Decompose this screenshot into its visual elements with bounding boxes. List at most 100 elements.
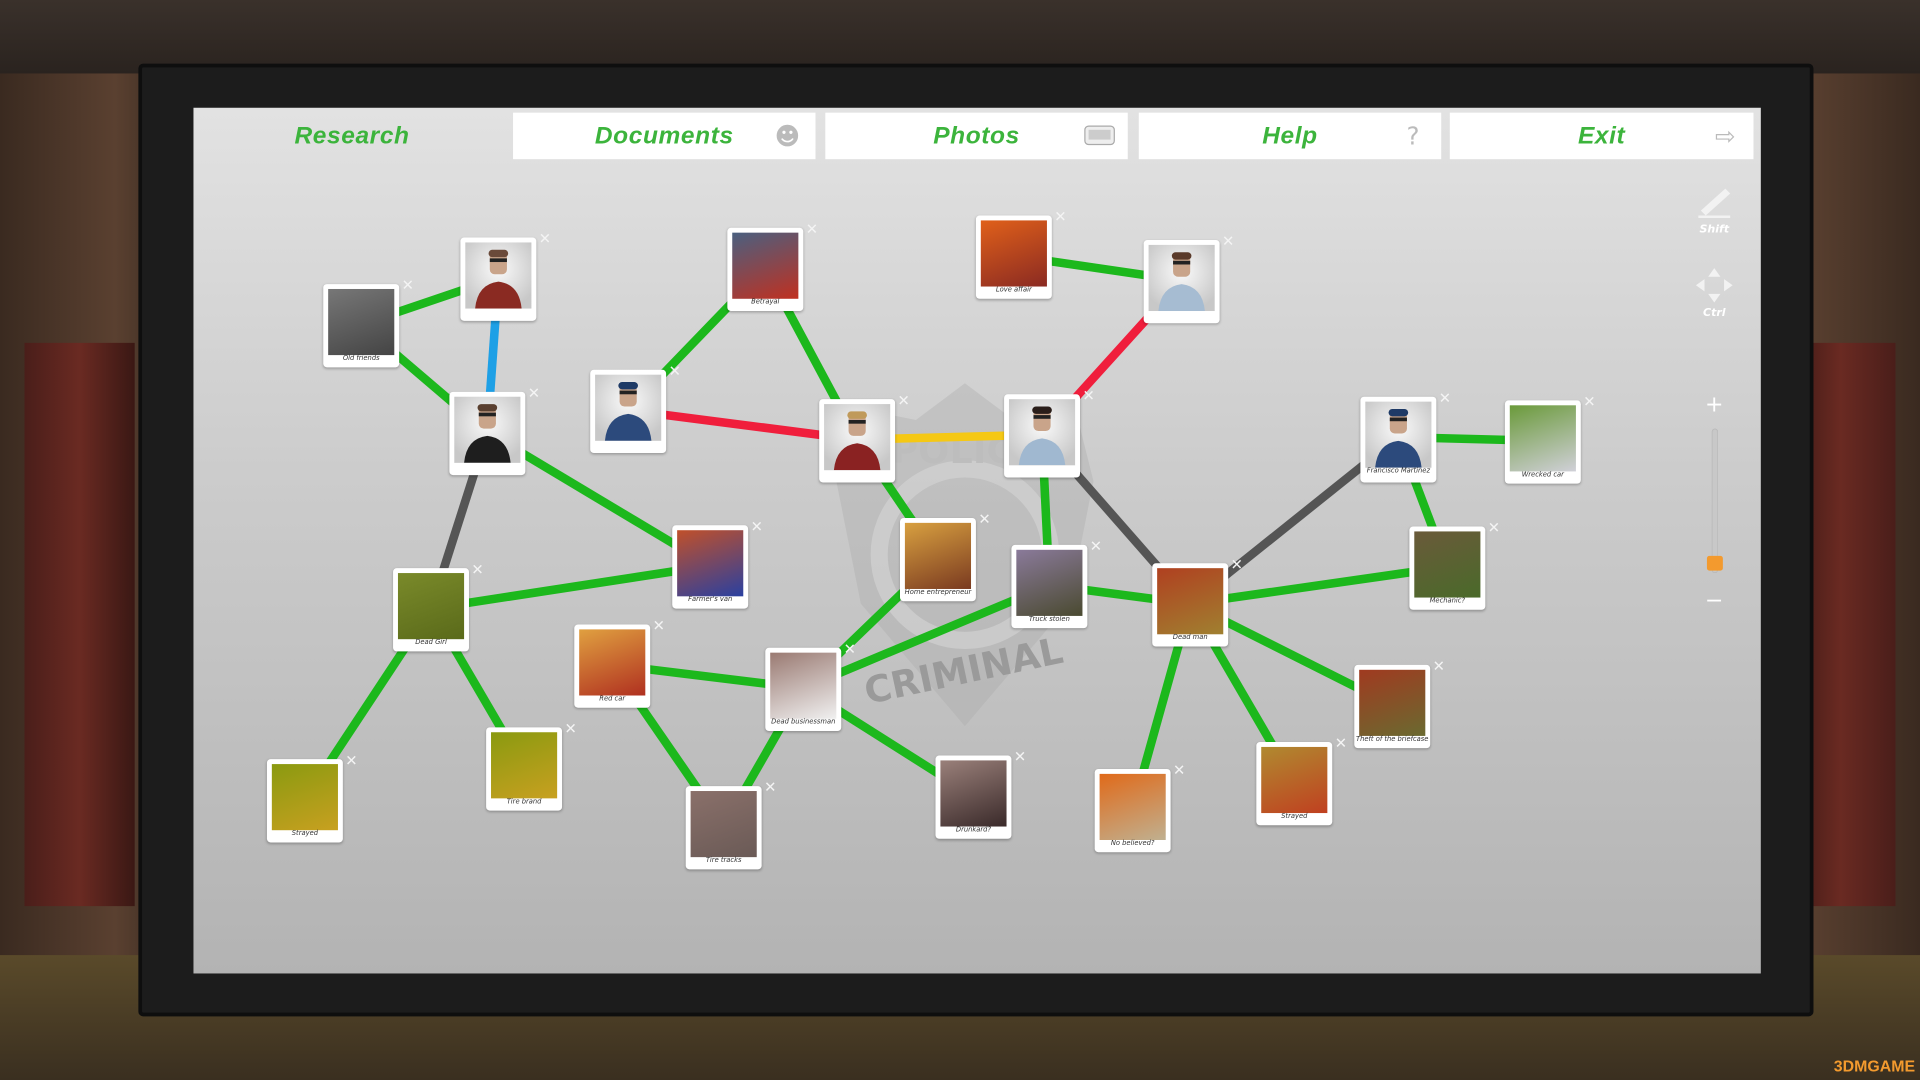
evidence-photo <box>904 522 972 589</box>
evidence-card[interactable]: Dead businessman✕ <box>765 642 856 732</box>
card-caption: Francisco Martinez <box>1366 467 1430 476</box>
tab-exit[interactable]: Exit ⇨ <box>1449 112 1754 160</box>
evidence-card[interactable]: Theft of the briefcase ✕ <box>1354 659 1445 749</box>
close-icon[interactable]: ✕ <box>1013 748 1027 766</box>
close-icon[interactable]: ✕ <box>1438 389 1452 407</box>
draw-tool[interactable]: Shift <box>1690 184 1739 237</box>
close-icon[interactable]: ✕ <box>1082 386 1095 405</box>
close-icon[interactable]: ✕ <box>564 720 577 738</box>
close-icon[interactable]: ✕ <box>1583 393 1596 411</box>
evidence-card[interactable]: Dead man✕ <box>1152 557 1243 647</box>
close-icon[interactable]: ✕ <box>1487 519 1501 537</box>
evidence-card[interactable]: Strayed✕ <box>1256 736 1347 826</box>
close-icon[interactable]: ✕ <box>978 510 991 528</box>
card-caption: No believed? <box>1110 840 1155 848</box>
evidence-card[interactable]: Tire brand ✕ <box>486 721 577 811</box>
move-arrows-icon <box>1695 268 1733 303</box>
connection-green[interactable] <box>430 561 711 613</box>
suspect-portrait <box>1365 401 1432 468</box>
evidence-card[interactable]: ✕ <box>1143 234 1234 324</box>
person-list-icon: ☻ <box>774 121 801 151</box>
suspect-portrait <box>824 404 891 471</box>
card-caption: Theft of the briefcase <box>1356 735 1429 744</box>
evidence-card[interactable]: Home entrepreneur✕ <box>900 512 991 602</box>
evidence-photo <box>1414 531 1481 598</box>
evidence-photo <box>677 530 744 597</box>
evidence-photo <box>1509 405 1576 472</box>
suspect-portrait <box>595 374 662 441</box>
evidence-card[interactable]: Old friends✕ <box>323 278 414 368</box>
zoom-slider[interactable] <box>1711 428 1718 574</box>
card-caption: Dead Girl <box>415 639 447 647</box>
pencil-icon <box>1698 188 1731 218</box>
tab-help[interactable]: Help ? <box>1138 112 1442 160</box>
evidence-card[interactable]: No believed? ✕ <box>1094 763 1185 853</box>
connection-green[interactable] <box>801 581 1052 693</box>
close-icon[interactable]: ✕ <box>345 751 358 769</box>
move-key-label: Ctrl <box>1702 307 1726 320</box>
card-caption: Betrayal <box>751 298 780 307</box>
close-icon[interactable]: ✕ <box>401 276 414 294</box>
close-icon[interactable]: ✕ <box>527 384 541 402</box>
close-icon[interactable]: ✕ <box>1222 232 1235 250</box>
evidence-card[interactable]: ✕ <box>1004 388 1095 478</box>
evidence-photo <box>491 732 558 799</box>
card-caption: Red car <box>599 695 626 703</box>
evidence-card[interactable]: Strayed✕ <box>266 753 358 843</box>
tab-research[interactable]: Research <box>196 113 508 160</box>
tab-label: Help <box>1262 121 1318 149</box>
close-icon[interactable]: ✕ <box>1089 537 1103 555</box>
evidence-photo <box>397 573 465 640</box>
close-icon[interactable]: ✕ <box>1230 555 1243 574</box>
barn-post-left <box>24 342 135 907</box>
card-caption: Wrecked car <box>1521 471 1564 479</box>
card-caption: Tire brand <box>506 798 542 806</box>
tab-photos[interactable]: Photos <box>825 112 1128 160</box>
evidence-card[interactable]: Farmer's van ✕ <box>672 519 763 609</box>
research-board[interactable]: POLICE CRIMINAL Research Documents ☻ Pho… <box>193 107 1761 974</box>
close-icon[interactable]: ✕ <box>471 560 484 578</box>
evidence-card[interactable]: ✕ <box>460 231 551 321</box>
evidence-photo <box>579 629 646 696</box>
zoom-in-button[interactable]: + <box>1705 391 1724 418</box>
zoom-slider-handle[interactable] <box>1706 556 1723 571</box>
suspect-portrait <box>454 396 521 463</box>
evidence-card[interactable]: ✕ <box>590 364 681 454</box>
card-caption: Drunkard? <box>955 826 992 834</box>
close-icon[interactable]: ✕ <box>538 230 552 248</box>
move-tool[interactable]: Ctrl <box>1690 267 1739 320</box>
connection-red[interactable] <box>627 405 858 444</box>
close-icon[interactable]: ✕ <box>1432 657 1445 675</box>
close-icon[interactable]: ✕ <box>1334 734 1348 752</box>
evidence-card[interactable]: Francisco Martinez ✕ <box>1360 391 1451 483</box>
close-icon[interactable]: ✕ <box>1173 761 1186 779</box>
evidence-card[interactable]: Mechanic?✕ <box>1409 520 1500 610</box>
tab-label: Research <box>294 121 410 149</box>
connection-green[interactable] <box>1189 562 1448 608</box>
evidence-card[interactable]: Wrecked car ✕ <box>1504 394 1596 484</box>
evidence-photo <box>1261 746 1328 814</box>
close-icon[interactable]: ✕ <box>1054 208 1067 226</box>
close-icon[interactable]: ✕ <box>668 362 681 380</box>
close-icon[interactable]: ✕ <box>843 640 856 658</box>
close-icon[interactable]: ✕ <box>764 778 777 796</box>
tab-documents[interactable]: Documents ☻ <box>513 112 816 160</box>
evidence-card[interactable]: Tire tracks✕ <box>685 780 776 870</box>
zoom-out-button[interactable]: − <box>1705 587 1724 614</box>
evidence-card[interactable]: Red car ✕ <box>574 618 665 708</box>
barn-wall <box>0 0 1920 74</box>
close-icon[interactable]: ✕ <box>897 391 910 409</box>
close-icon[interactable]: ✕ <box>652 617 665 635</box>
evidence-card[interactable]: Drunkard? ✕ <box>935 749 1026 839</box>
close-icon[interactable]: ✕ <box>805 220 819 238</box>
evidence-card[interactable]: Truck stolen✕ <box>1011 539 1102 629</box>
evidence-card[interactable]: Dead Girl ✕ <box>393 562 484 652</box>
evidence-card[interactable]: ✕ <box>819 393 910 483</box>
card-caption: Farmer's van <box>688 596 733 604</box>
evidence-card[interactable]: ✕ <box>449 386 540 476</box>
evidence-card[interactable]: Love affair✕ <box>975 209 1067 299</box>
evidence-card[interactable]: Betrayal ✕ <box>727 222 818 312</box>
draw-key-label: Shift <box>1699 224 1730 237</box>
close-icon[interactable]: ✕ <box>750 517 763 536</box>
